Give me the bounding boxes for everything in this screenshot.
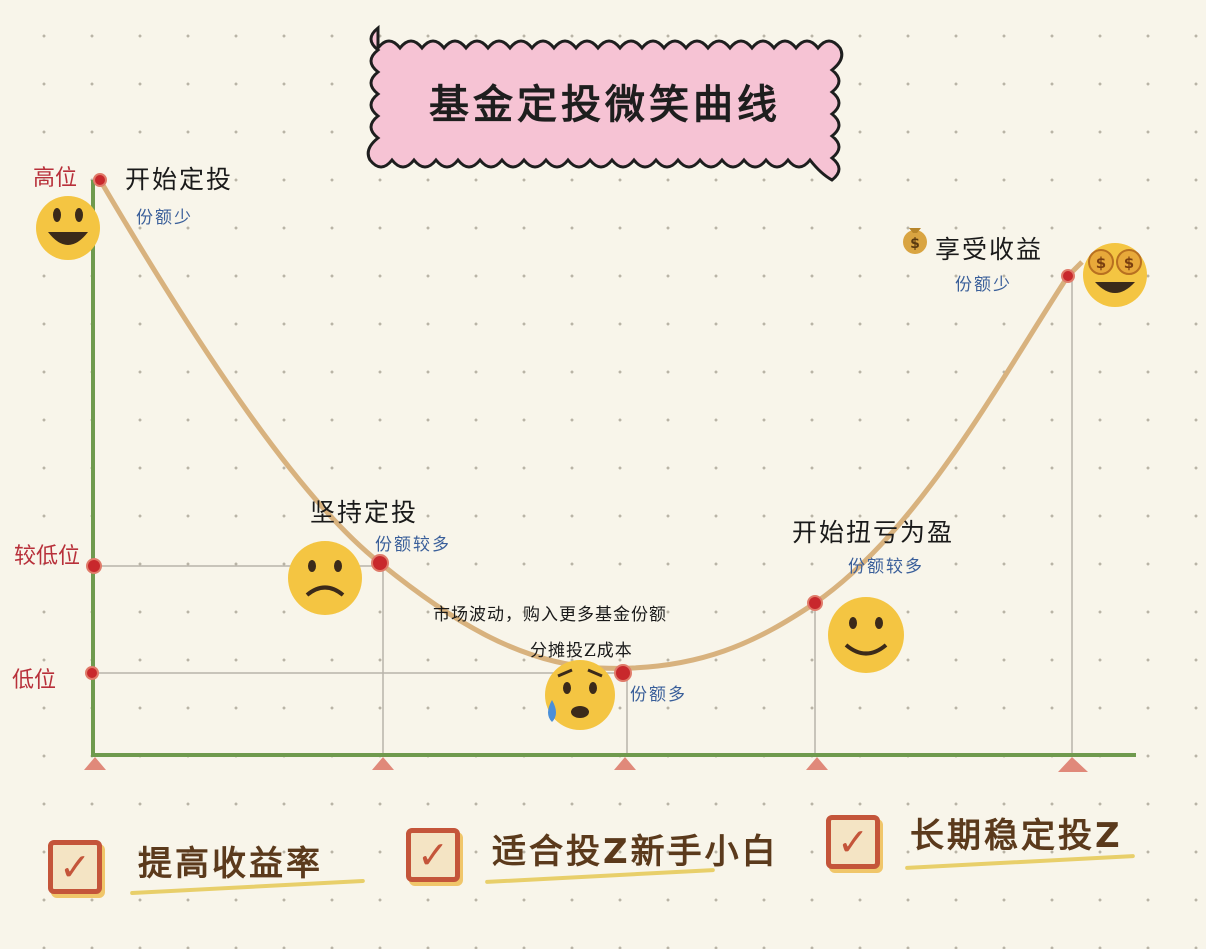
stage-start-label: 开始定投 (125, 165, 234, 194)
guide-lines (93, 276, 1073, 755)
checkbox-icon: ✓ (406, 828, 460, 882)
smile-face-icon (828, 597, 904, 673)
data-dots (85, 173, 1075, 682)
stage-persist-label: 坚持定投 (310, 498, 419, 527)
grin-face-icon (36, 196, 100, 260)
money-eyes-face-icon: $ $ (1083, 243, 1147, 307)
stage-profit-share: 份额少 (955, 275, 1012, 295)
checkbox-icon: ✓ (48, 840, 102, 894)
level-lower: 较低位 (14, 544, 81, 569)
stage-start-share: 份额少 (136, 208, 193, 228)
stage-profit-label: 享受收益 (935, 235, 1044, 264)
stage-recover-label: 开始扭亏为盈 (792, 518, 955, 547)
svg-text:$: $ (910, 236, 920, 252)
frown-face-icon (288, 541, 362, 615)
title-frame (366, 24, 844, 182)
feature-3: 长期稳定投Z (910, 816, 1123, 856)
svg-text:$: $ (1096, 254, 1106, 272)
stage-persist-share: 份额较多 (375, 535, 451, 555)
page-title: 基金定投微笑曲线 (429, 81, 781, 128)
level-high: 高位 (33, 166, 78, 191)
svg-text:$: $ (1124, 254, 1134, 272)
money-bag-icon: $ (903, 228, 927, 254)
sad-sweat-face-icon (545, 660, 615, 730)
stage-volatility-label: 市场波动，购入更多基金份额 (433, 605, 667, 625)
feature-1: 提高收益率 (138, 844, 323, 884)
level-low: 低位 (12, 668, 57, 693)
feature-2: 适合投Z新手小白 (492, 832, 779, 872)
stage-recover-share: 份额较多 (848, 557, 924, 577)
checkbox-icon: ✓ (826, 815, 880, 869)
stage-volatility-share: 份额多 (630, 685, 687, 705)
axis-markers (84, 757, 1088, 772)
stage-volatility-label2: 分摊投Z成本 (530, 641, 633, 661)
